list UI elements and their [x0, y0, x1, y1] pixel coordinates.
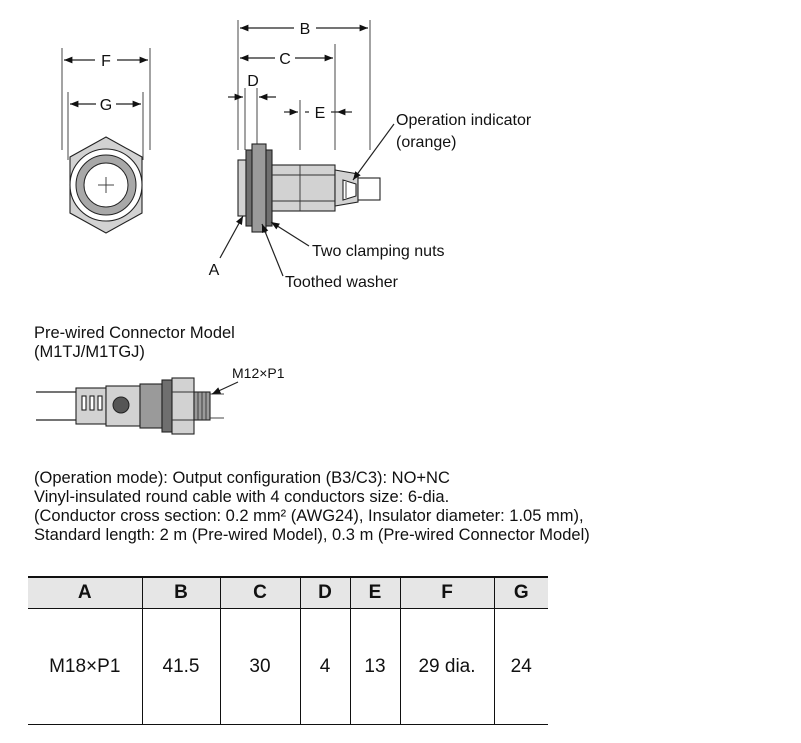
operation-indicator-label: Operation indicator	[396, 112, 532, 129]
note-line: (Conductor cross section: 0.2 mm² (AWG24…	[34, 507, 584, 525]
notes-block: (Operation mode): Output configuration (…	[34, 469, 590, 545]
table-header-row: A B C D E F G	[28, 576, 548, 609]
connector-model-title-line1: Pre-wired Connector Model	[34, 324, 235, 342]
dimension-label-a: A	[209, 262, 220, 279]
table-header-cell: C	[219, 576, 300, 609]
operation-indicator-color: (orange)	[396, 134, 456, 151]
side-view: B C D E Operation indicator (orange)	[209, 20, 532, 291]
table-header-cell: E	[349, 576, 400, 609]
dimension-label-b: B	[300, 21, 311, 38]
dimension-label-d: D	[247, 73, 259, 90]
table-cell: M18×P1	[28, 608, 142, 725]
table-cell: 4	[299, 608, 350, 725]
table-cell: 30	[219, 608, 300, 725]
table-cell: 29 dia.	[399, 608, 494, 725]
table-header-cell: G	[493, 576, 548, 609]
table-header-cell: A	[28, 576, 142, 609]
dimension-label-c: C	[279, 51, 291, 68]
two-clamping-nuts-label: Two clamping nuts	[312, 243, 445, 260]
table-row: M18×P1 41.5 30 4 13 29 dia. 24	[28, 608, 548, 725]
note-line: (Operation mode): Output configuration (…	[34, 469, 450, 487]
table-cell: 41.5	[141, 608, 220, 725]
table-header-cell: B	[141, 576, 220, 609]
table-cell: 13	[349, 608, 400, 725]
table-header-cell: F	[399, 576, 494, 609]
dimension-label-g: G	[100, 97, 112, 114]
table-cell: 24	[493, 608, 548, 725]
connector-model-view: M12×P1	[36, 365, 285, 435]
table-header-cell: D	[299, 576, 350, 609]
note-line: Standard length: 2 m (Pre-wired Model), …	[34, 526, 590, 544]
dimension-label-f: F	[101, 53, 111, 70]
connector-model-title-line2: (M1TJ/M1TGJ)	[34, 343, 145, 361]
connector-model-title: Pre-wired Connector Model (M1TJ/M1TGJ)	[34, 324, 235, 362]
note-line: Vinyl-insulated round cable with 4 condu…	[34, 488, 450, 506]
thread-label: M12×P1	[232, 365, 285, 381]
dimension-label-e: E	[315, 105, 326, 122]
dimension-drawing: F G B C D	[36, 20, 532, 435]
dimension-table: A B C D E F G M18×P1 41.5 30 4 13 29 dia…	[28, 576, 548, 725]
front-view: F G	[61, 48, 151, 234]
toothed-washer-label: Toothed washer	[285, 274, 399, 291]
